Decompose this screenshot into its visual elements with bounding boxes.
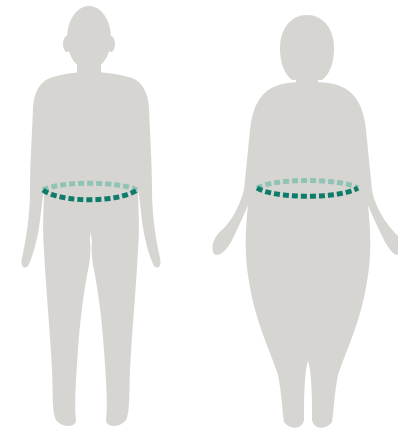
female-body (212, 82, 398, 428)
male-body (21, 72, 160, 426)
female-silhouette-icon (212, 15, 398, 428)
female-head (280, 15, 334, 80)
male-ear-left (63, 36, 71, 52)
male-head (67, 6, 111, 70)
male-silhouette-icon (21, 6, 160, 426)
male-ear-right (107, 36, 115, 52)
